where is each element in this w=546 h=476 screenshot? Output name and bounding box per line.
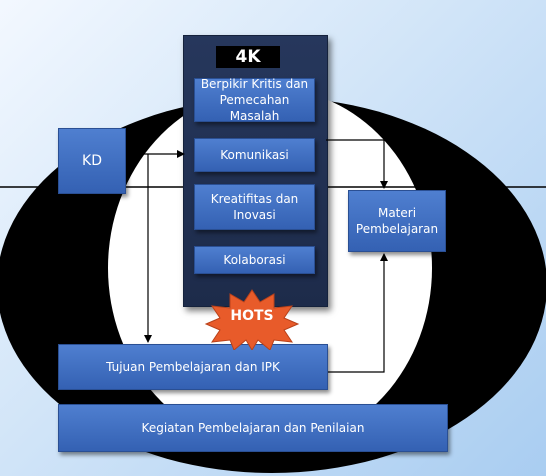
tujuan-box: Tujuan Pembelajaran dan IPK xyxy=(58,344,328,390)
4k-title: 4K xyxy=(216,46,280,68)
materi-box: Materi Pembelajaran xyxy=(348,190,446,252)
hots-star-polygon xyxy=(204,289,300,350)
kd-box: KD xyxy=(58,128,126,194)
skill-critical-thinking: Berpikir Kritis dan Pemecahan Masalah xyxy=(194,77,315,123)
skill-creativity: Kreatifitas dan Inovasi xyxy=(194,184,315,230)
skill-communication: Komunikasi xyxy=(194,138,315,172)
kegiatan-box: Kegiatan Pembelajaran dan Penilaian xyxy=(58,404,448,452)
hots-starburst xyxy=(204,289,300,350)
skill-collaboration: Kolaborasi xyxy=(194,246,315,274)
hots-label: HOTS xyxy=(230,308,274,324)
